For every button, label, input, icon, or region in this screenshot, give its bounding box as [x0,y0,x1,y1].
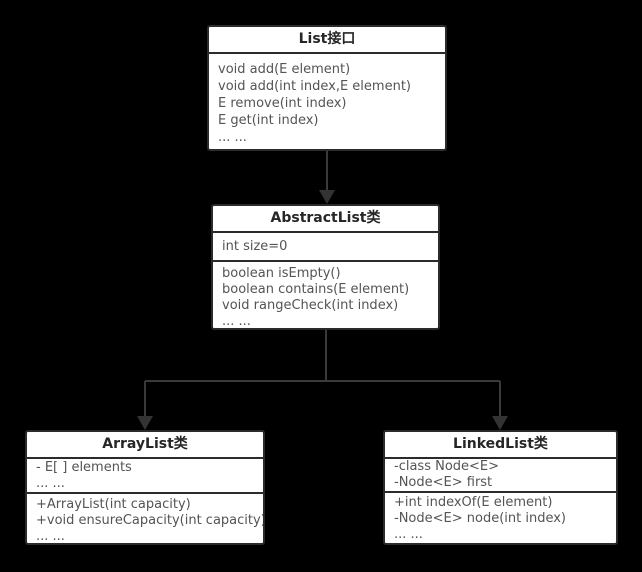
field-line: int size=0 [222,239,288,254]
method-line: +ArrayList(int capacity) [36,497,191,512]
connector-abstract-to-children [144,330,501,417]
field-line: - E[ ] elements [36,460,132,475]
methods-compartment: +int indexOf(E element) -Node<E> node(in… [385,493,616,543]
class-box-abstractlist[interactable]: AbstractList类 int size=0 boolean isEmpty… [211,204,440,330]
methods-compartment: boolean isEmpty() boolean contains(E ele… [213,262,438,330]
class-box-list-interface[interactable]: List接口 void add(E element) void add(int … [207,25,447,151]
fields-compartment: -class Node<E> -Node<E> first [385,459,616,493]
method-line: void add(E element) [218,62,351,77]
class-box-arraylist[interactable]: ArrayList类 - E[ ] elements ... ... +Arra… [25,430,265,545]
class-title: List接口 [209,27,445,54]
methods-compartment: void add(E element) void add(int index,E… [209,54,445,146]
field-line: -Node<E> first [394,475,493,490]
field-line: -class Node<E> [394,459,500,474]
ellipsis-line: ... ... [394,527,423,542]
ellipsis-line: ... ... [36,529,65,544]
class-title: AbstractList类 [213,206,438,233]
methods-compartment: +ArrayList(int capacity) +void ensureCap… [27,494,263,545]
class-box-linkedlist[interactable]: LinkedList类 -class Node<E> -Node<E> firs… [383,430,618,545]
ellipsis-line: ... ... [218,130,247,145]
method-line: +void ensureCapacity(int capacity) [36,513,263,528]
method-line: boolean isEmpty() [222,266,341,281]
arrowhead-abstractlist-icon [319,190,335,204]
method-line: E get(int index) [218,113,319,128]
method-line: +int indexOf(E element) [394,495,553,510]
method-line: void rangeCheck(int index) [222,298,399,313]
class-title: ArrayList类 [27,432,263,459]
method-line: boolean contains(E element) [222,282,410,297]
fields-compartment: int size=0 [213,233,438,262]
ellipsis-line: ... ... [222,314,251,329]
fields-compartment: - E[ ] elements ... ... [27,459,263,494]
ellipsis-line: ... ... [36,476,65,491]
arrowhead-arraylist-icon [137,416,153,430]
method-line: void add(int index,E element) [218,79,411,94]
method-line: E remove(int index) [218,96,347,111]
arrowhead-linkedlist-icon [492,416,508,430]
class-title: LinkedList类 [385,432,616,459]
method-line: -Node<E> node(int index) [394,511,566,526]
